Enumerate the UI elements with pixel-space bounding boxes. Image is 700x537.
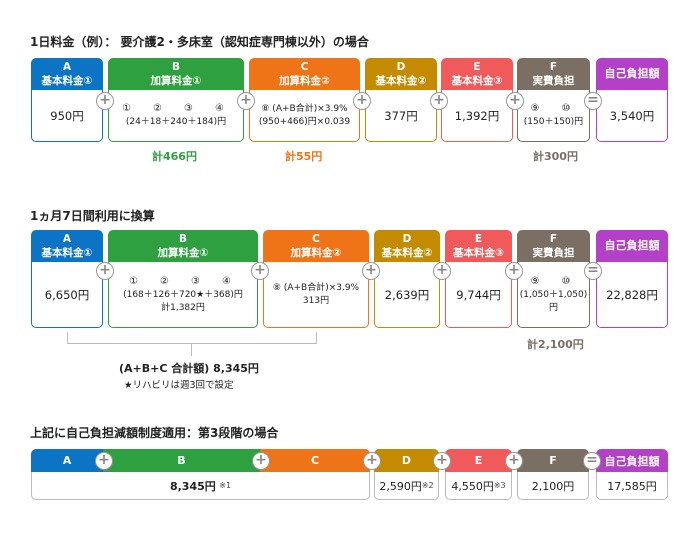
plus-icon: +	[237, 92, 255, 110]
s2-abc-total: (A+B+C 合計額) 8,345円	[119, 362, 259, 375]
s2-value-d: 2,639円	[374, 262, 440, 328]
s3-header-c: C	[260, 449, 370, 472]
s1-value-d: 377円	[365, 90, 437, 142]
s1-value-b: ① ② ③ ④(24＋18＋240＋184)円	[108, 90, 244, 142]
s3-header-e: E	[445, 449, 512, 472]
s2-value-a: 6,650円	[31, 262, 103, 328]
s3-value-abc: 8,345円 ※1	[31, 472, 370, 500]
s1-value-f: ⑨ ⑩(150＋150)円	[517, 90, 590, 142]
s3-value-e: 4,550円※3	[445, 472, 512, 500]
plus-icon: +	[95, 452, 113, 470]
plus-icon: +	[506, 92, 524, 110]
plus-icon: +	[96, 92, 114, 110]
abc-bracket-stem	[191, 344, 192, 356]
s1-value-c: ⑧ (A+B合計)×3.9%(950+466)円×0.039	[249, 90, 360, 142]
section2-title: 1ヵ月7日間利用に換算	[30, 209, 155, 223]
s1-total-c: 計55円	[285, 150, 323, 163]
plus-icon: +	[430, 92, 448, 110]
s3-value-f: 2,100円	[517, 472, 589, 500]
plus-icon: +	[363, 452, 381, 470]
plus-icon: +	[96, 262, 114, 280]
s3-value-self-pay: 17,585円	[596, 472, 668, 500]
section1-title: 1日料金（例）： 要介護2・多床室（認知症専門棟以外）の場合	[30, 35, 369, 49]
s1-value-self-pay: 3,540円	[596, 90, 668, 142]
s3-value-d: 2,590円※2	[374, 472, 439, 500]
s1-header-self-pay: 自己負担額	[596, 58, 668, 90]
s1-value-a: 950円	[31, 90, 103, 142]
equals-icon: =	[583, 452, 601, 470]
plus-icon: +	[505, 452, 523, 470]
s3-header-self-pay: 自己負担額	[596, 449, 668, 472]
s2-header-self-pay: 自己負担額	[596, 230, 668, 262]
s2-total-f: 計2,100円	[527, 338, 584, 351]
s2-value-c: ⑧ (A+B合計)×3.9%313円	[263, 262, 369, 328]
s2-abc-note: ★リハビリは週3回で設定	[124, 380, 234, 391]
s3-header-d: D	[374, 449, 439, 472]
plus-icon: +	[433, 452, 451, 470]
s2-value-f: ⑨ ⑩(1,050＋1,050)円	[517, 262, 590, 328]
section3-title: 上記に自己負担減額制度適用：第3段階の場合	[30, 426, 279, 440]
s2-value-e: 9,744円	[445, 262, 512, 328]
abc-bracket	[67, 332, 317, 344]
s3-header-a: A	[31, 449, 103, 472]
s2-value-b: ① ② ③ ④(168＋126＋720★＋368)円計1,382円	[108, 262, 258, 328]
plus-icon: +	[251, 262, 269, 280]
plus-icon: +	[433, 262, 451, 280]
s2-value-self-pay: 22,828円	[596, 262, 668, 328]
s3-header-f: F	[517, 449, 589, 472]
s1-value-e: 1,392円	[441, 90, 513, 142]
s1-total-b: 計466円	[152, 150, 197, 163]
s1-total-f: 計300円	[533, 150, 578, 163]
plus-icon: +	[362, 262, 380, 280]
plus-icon: +	[252, 452, 270, 470]
plus-icon: +	[353, 92, 371, 110]
equals-icon: =	[584, 262, 602, 280]
plus-icon: +	[505, 262, 523, 280]
equals-icon: =	[584, 92, 602, 110]
s3-header-b: B	[103, 449, 260, 472]
